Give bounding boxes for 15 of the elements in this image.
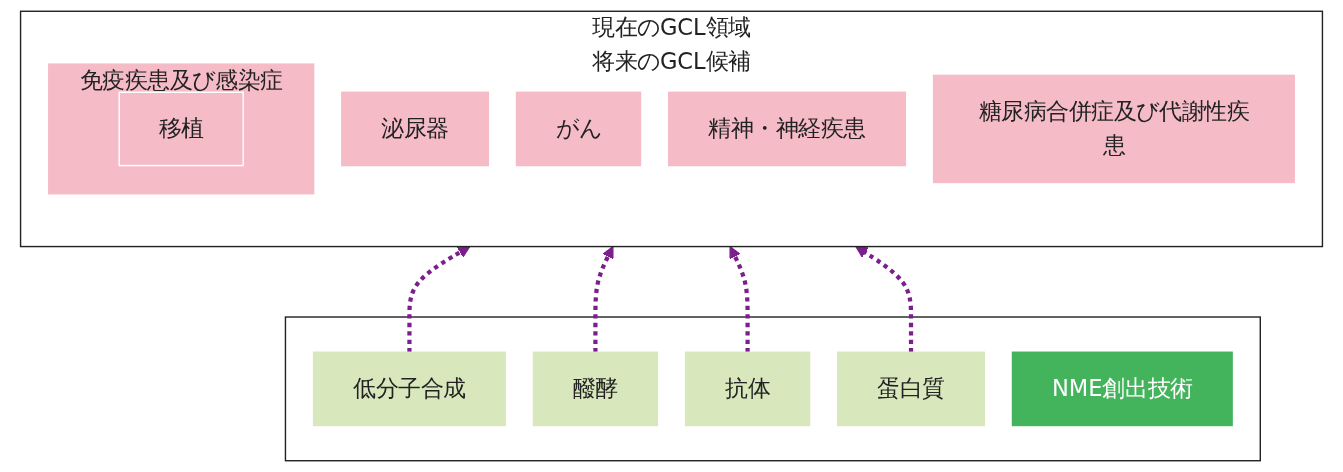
- node-box: がん: [515, 91, 642, 167]
- node-box: 蛋白質: [837, 351, 985, 427]
- node-box: 移植: [118, 91, 244, 167]
- node-box: NME創出技術: [1011, 351, 1233, 427]
- arrow: [407, 246, 471, 353]
- arrow: [855, 246, 914, 353]
- node-box: 抗体: [684, 351, 811, 427]
- node-box: 醱酵: [532, 351, 659, 427]
- node-box: 精神・神経疾患: [667, 91, 907, 167]
- cluster: [284, 316, 1261, 462]
- node-box: 泌尿器: [341, 91, 490, 167]
- arrow: [729, 246, 750, 353]
- node-box: 低分子合成: [312, 351, 506, 427]
- arrow: [593, 246, 614, 353]
- node-box: 糖尿病合併症及び代謝性疾患: [932, 74, 1295, 184]
